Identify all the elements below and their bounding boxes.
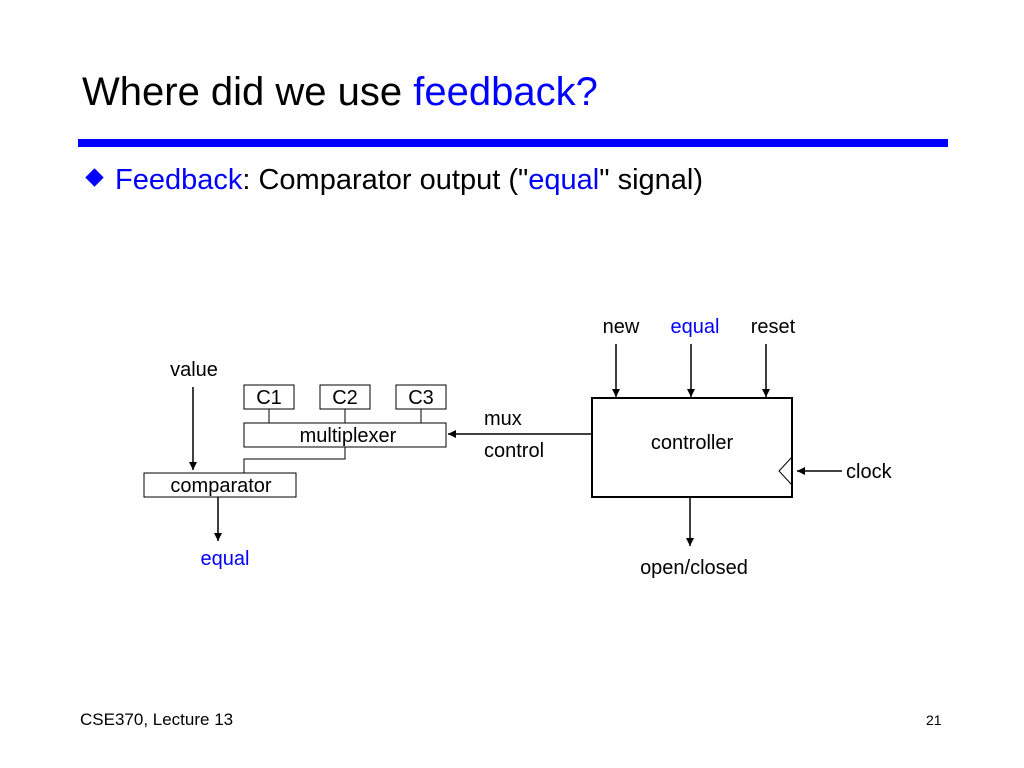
c3-label: C3 bbox=[408, 387, 434, 409]
clock-label: clock bbox=[846, 461, 893, 483]
controller-label: controller bbox=[651, 432, 734, 454]
title-underline bbox=[78, 139, 948, 147]
bullet-keyword: Feedback bbox=[115, 164, 243, 196]
controller-box bbox=[591, 397, 793, 498]
input-new-label: new bbox=[603, 316, 640, 338]
input-equal-label: equal bbox=[671, 316, 720, 338]
c3-box bbox=[395, 384, 447, 410]
mux-control-label-line1: mux bbox=[484, 408, 522, 430]
clock-triangle-icon bbox=[778, 456, 793, 486]
bullet-text-after: " signal) bbox=[599, 164, 704, 196]
title-highlight: feedback? bbox=[413, 70, 598, 114]
comparator-label: comparator bbox=[170, 475, 271, 497]
bullet-text-before: : Comparator output (" bbox=[242, 164, 529, 196]
title-prefix: Where did we use bbox=[82, 70, 414, 114]
bullet-point: Feedback: Comparator output ("equal" sig… bbox=[82, 166, 703, 195]
slide-title: Where did we use feedback? bbox=[82, 72, 598, 112]
value-label: value bbox=[170, 359, 218, 381]
output-label: open/closed bbox=[640, 557, 748, 579]
mux-control-label-line2: control bbox=[484, 440, 544, 462]
mux-comparator-wire bbox=[243, 447, 346, 473]
multiplexer-label: multiplexer bbox=[300, 425, 397, 447]
input-reset-label: reset bbox=[751, 316, 796, 338]
equal-output-label: equal bbox=[201, 548, 250, 570]
c2-box bbox=[319, 384, 371, 410]
c2-label: C2 bbox=[332, 387, 358, 409]
c1-label: C1 bbox=[256, 387, 282, 409]
footer-course: CSE370, Lecture 13 bbox=[80, 710, 234, 729]
comparator-box bbox=[143, 472, 297, 498]
c1-box bbox=[243, 384, 295, 410]
bullet-highlight: equal bbox=[528, 164, 600, 196]
footer-page-number: 21 bbox=[926, 712, 942, 728]
